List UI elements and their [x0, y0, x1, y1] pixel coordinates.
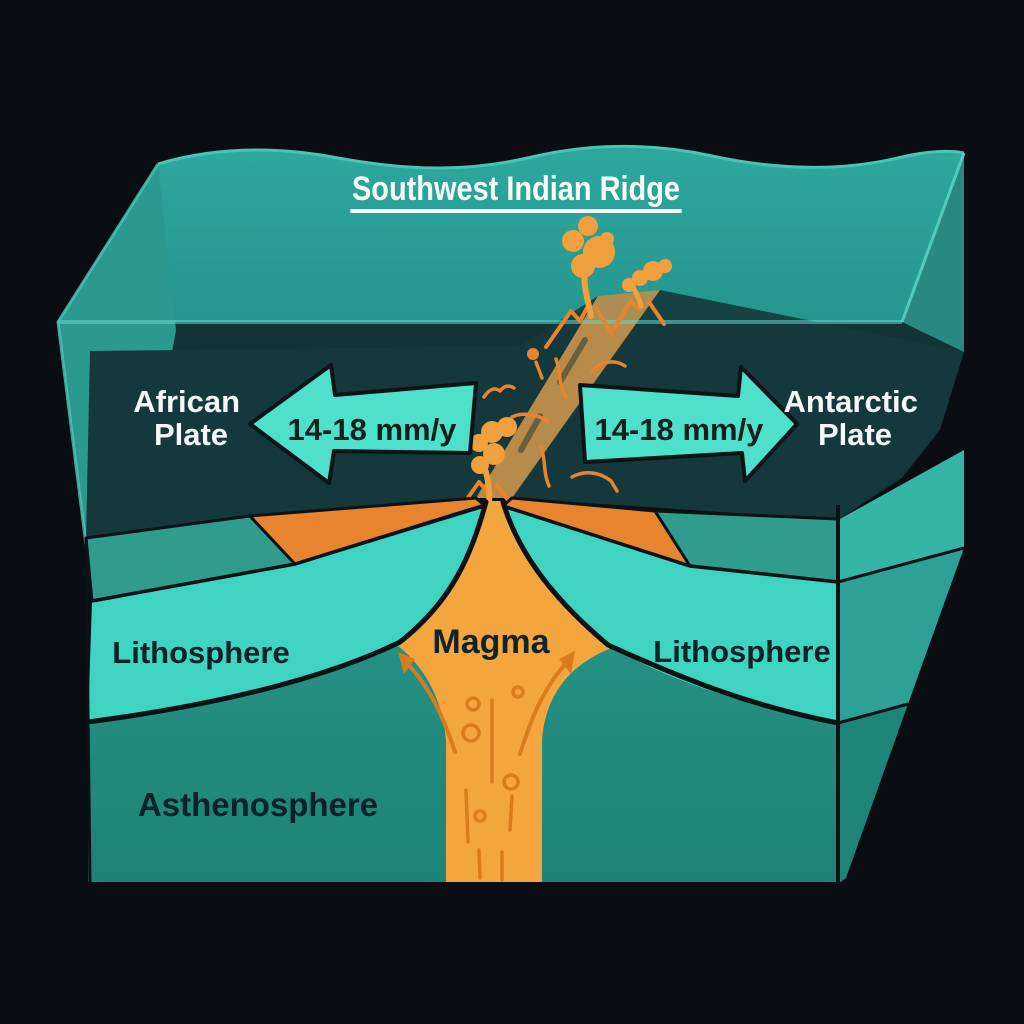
lava-droplet [527, 348, 539, 360]
water-wave-crest [157, 144, 965, 170]
smoke-plume-back [562, 216, 615, 319]
diagram-labels: 14-18 mm/y 14-18 mm/y African Plate Anta… [112, 384, 927, 823]
water-right-corner-edge [900, 152, 966, 323]
magma-flow-arrow-left [406, 662, 457, 754]
page-title: Southwest Indian Ridge [352, 170, 680, 208]
smoke-plume-mid [622, 259, 672, 309]
asthenosphere-label: Asthenosphere [138, 786, 378, 823]
smoke-plume-front [470, 417, 517, 506]
title-group: Southwest Indian Ridge [350, 170, 682, 213]
plate-right-line2: Plate [818, 417, 892, 452]
spreading-arrow-right [578, 365, 799, 483]
block-side-face [84, 450, 965, 886]
volcano-peak-mid [610, 299, 666, 334]
magma-bubbles [461, 685, 525, 823]
magma-label: Magma [432, 623, 550, 661]
plate-left-label: African Plate [133, 384, 248, 452]
lava-droplet-tail [534, 360, 544, 380]
magma-flow-details [398, 651, 575, 882]
rate-right-label: 14-18 mm/y [595, 412, 765, 447]
water-surface-veil [58, 146, 964, 322]
lithosphere-top-edge-left [91, 503, 486, 603]
plate-left-line2: Plate [154, 417, 228, 452]
lithosphere-top-edge-right [502, 504, 839, 584]
plate-right-label: Antarctic Plate [784, 384, 927, 452]
spreading-arrow-left [248, 363, 478, 485]
water-left-corner-edge [56, 163, 160, 546]
lithosphere-left-body [88, 505, 485, 722]
rift-valley-shadow [518, 337, 588, 453]
magma-boundary-curve-left [85, 499, 489, 725]
plate-left-line1: African [133, 384, 240, 419]
spreading-arrows [248, 363, 799, 485]
magma-flow-dashes [464, 698, 514, 882]
magma-flow-arrow-right [518, 661, 568, 756]
ridge-details [400, 216, 672, 552]
water-surface [58, 146, 964, 322]
cross-section [84, 496, 841, 884]
water-right-face [902, 153, 964, 352]
lithosphere-right-body [503, 506, 838, 723]
magma-flow-arrowhead-left [398, 652, 415, 674]
lithosphere-side [838, 548, 964, 723]
volcano-peak-back [544, 304, 614, 349]
rate-left-label: 14-18 mm/y [288, 412, 458, 447]
lithosphere-left-label: Lithosphere [112, 635, 289, 670]
magma-flow-arrowhead-right [559, 651, 575, 674]
front-left-corner-edge [84, 537, 92, 885]
plate-right-line1: Antarctic [784, 384, 918, 419]
asthenosphere-side [838, 704, 908, 884]
plate-band-side [838, 450, 964, 582]
lithosphere-right-label: Lithosphere [653, 634, 830, 669]
side-face-edges [837, 546, 965, 725]
magma-boundary-curve-right [500, 499, 841, 726]
